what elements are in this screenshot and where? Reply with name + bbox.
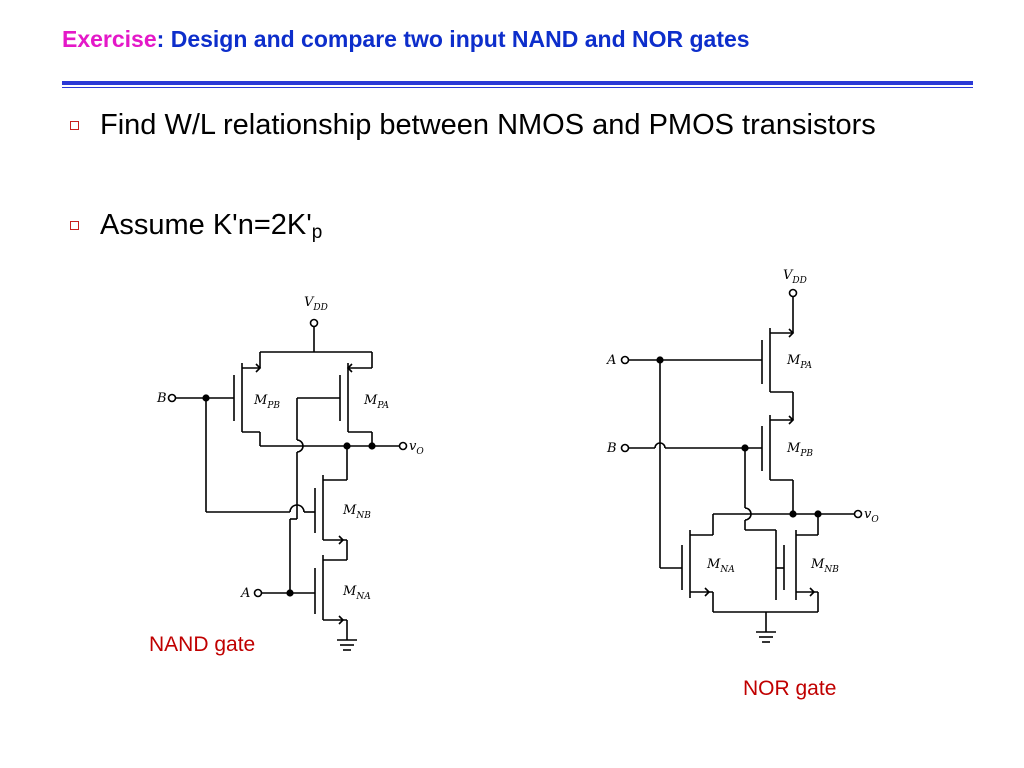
nor-mna-label: MNA: [706, 557, 735, 575]
nor-mpa-label: MPA: [786, 353, 813, 371]
nor-output-label: vO: [864, 507, 879, 525]
nand-mpb-label: MPB: [253, 393, 280, 411]
slide-title: Exercise: Design and compare two input N…: [62, 26, 750, 53]
nand-output-label: vO: [409, 439, 424, 457]
nor-input-b-label: B: [606, 441, 617, 456]
nand-mpa-label: MPA: [363, 393, 390, 411]
title-text: Design and compare two input NAND and NO…: [170, 26, 750, 52]
bullet-text: Assume K'n=2K'p: [100, 207, 322, 251]
nor-gate-schematic: [620, 288, 863, 643]
nor-caption: NOR gate: [743, 677, 837, 700]
bullet-main-text: Assume K'n=2K': [100, 209, 312, 241]
nor-labels: VDD A B vO MPA MPB MNA MNB: [606, 268, 879, 575]
nor-input-a-label: A: [606, 353, 616, 368]
title-rule: [62, 81, 973, 85]
hollow-square-bullet-icon: [70, 121, 79, 130]
bullet-text: Find W/L relationship between NMOS and P…: [100, 109, 876, 141]
nand-input-b-label: B: [156, 391, 167, 406]
nand-labels: VDD B A vO MPB MPA MNB MNA: [156, 295, 424, 602]
nand-gate-schematic: [167, 318, 408, 651]
nor-mpb-label: MPB: [786, 441, 813, 459]
hollow-square-bullet-icon: [70, 221, 79, 230]
nor-vdd-label: VDD: [783, 268, 807, 286]
bullet-subscript: p: [311, 222, 323, 243]
nand-input-a-label: A: [240, 586, 250, 601]
nand-mnb-label: MNB: [342, 503, 371, 521]
nand-caption: NAND gate: [149, 633, 256, 656]
title-separator: :: [156, 26, 171, 52]
nand-vdd-label: VDD: [304, 295, 328, 313]
nor-mnb-label: MNB: [810, 557, 839, 575]
title-rule-thin: [62, 87, 973, 88]
title-keyword: Exercise: [62, 26, 157, 52]
nand-mna-label: MNA: [342, 584, 371, 602]
